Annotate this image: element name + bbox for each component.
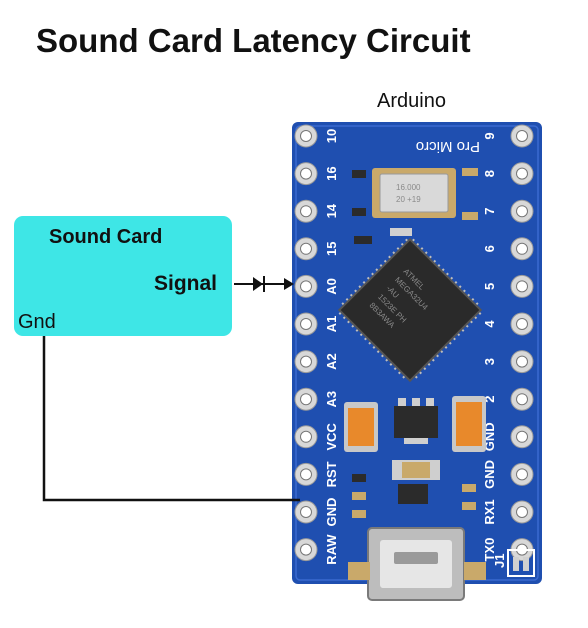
- left-pin-label: A2: [324, 353, 339, 370]
- left-pin-label: 10: [324, 129, 339, 143]
- left-pin-pad-hole: [300, 468, 312, 481]
- diagram-title: Sound Card Latency Circuit: [36, 22, 471, 59]
- left-pin-pad-hole: [300, 280, 312, 293]
- jumper-j1: J1: [492, 549, 535, 577]
- left-pin-label: 14: [324, 203, 339, 218]
- left-pin-pad-hole: [300, 355, 312, 368]
- left-pin-label: VCC: [324, 422, 339, 450]
- left-pin-pad-hole: [300, 393, 312, 406]
- gnd-label: Gnd: [18, 311, 56, 333]
- sound-card-box: [14, 216, 232, 336]
- right-pin-pad-hole: [516, 430, 528, 443]
- right-pin-label: 2: [482, 396, 497, 403]
- arrow-head-icon: [284, 278, 294, 290]
- right-pin-label: 5: [482, 283, 497, 290]
- right-pin-label: 4: [482, 320, 497, 328]
- capacitor-left: [344, 402, 378, 452]
- arduino-label: Arduino: [377, 90, 446, 112]
- crystal-text-2: 20 +19: [396, 195, 421, 204]
- left-pin-pad-hole: [300, 318, 312, 330]
- right-pin-label: 9: [482, 132, 497, 139]
- right-pin-label: GND: [482, 460, 497, 489]
- right-pin-pad-hole: [516, 167, 528, 180]
- signal-label: Signal: [154, 272, 218, 295]
- left-pin-label: RST: [324, 461, 339, 487]
- right-pin-pad-hole: [516, 355, 528, 368]
- right-pin-label: TX0: [482, 538, 497, 562]
- right-pin-label: 7: [482, 208, 497, 215]
- right-pin-pad-hole: [516, 280, 528, 293]
- crystal-text-1: 16.000: [396, 183, 421, 192]
- left-pin-label: RAW: [324, 534, 339, 565]
- usb-connector: [348, 527, 486, 601]
- ground-wire: [42, 336, 300, 502]
- atmega32u4-chip: ATMEL MEGA32U4 -AU 1523E PH 8B3AWA: [337, 237, 483, 383]
- sound-card-title: Sound Card: [49, 226, 163, 248]
- signal-wire: [234, 276, 294, 292]
- left-pin-pad-hole: [300, 167, 312, 180]
- left-pin-label: A3: [324, 391, 339, 408]
- left-pin-label: 16: [324, 166, 339, 180]
- left-pin-pad-hole: [300, 543, 312, 556]
- left-pin-label: 15: [324, 242, 339, 256]
- left-pin-label: GND: [324, 498, 339, 527]
- jumper-label: J1: [492, 554, 507, 568]
- left-pin-pad-hole: [300, 242, 312, 255]
- diode-icon: [253, 277, 263, 291]
- crystal-oscillator: 16.000 20 +19: [372, 168, 456, 218]
- left-pin-label: A0: [324, 278, 339, 295]
- right-pin-label: RX1: [482, 499, 497, 524]
- left-pin-pad-hole: [300, 130, 312, 142]
- right-pin-label: 6: [482, 245, 497, 252]
- capacitor-right: [452, 396, 486, 452]
- right-pin-pad-hole: [516, 242, 528, 255]
- left-pin-label: A1: [324, 316, 339, 333]
- right-pin-label: 3: [482, 358, 497, 365]
- right-pin-pad-hole: [516, 468, 528, 481]
- right-pin-pad-hole: [516, 506, 528, 518]
- right-pin-label: 8: [482, 170, 497, 177]
- left-pin-pad-hole: [300, 205, 312, 218]
- right-pin-pad-hole: [516, 393, 528, 406]
- right-pin-pad-hole: [516, 130, 528, 142]
- board-name: Pro Micro: [416, 138, 480, 155]
- left-pin-pad-hole: [300, 430, 312, 443]
- right-pin-pad-hole: [516, 205, 528, 218]
- left-pin-pad-hole: [300, 506, 312, 518]
- right-pin-pad-hole: [516, 318, 528, 330]
- voltage-regulator: [394, 398, 438, 444]
